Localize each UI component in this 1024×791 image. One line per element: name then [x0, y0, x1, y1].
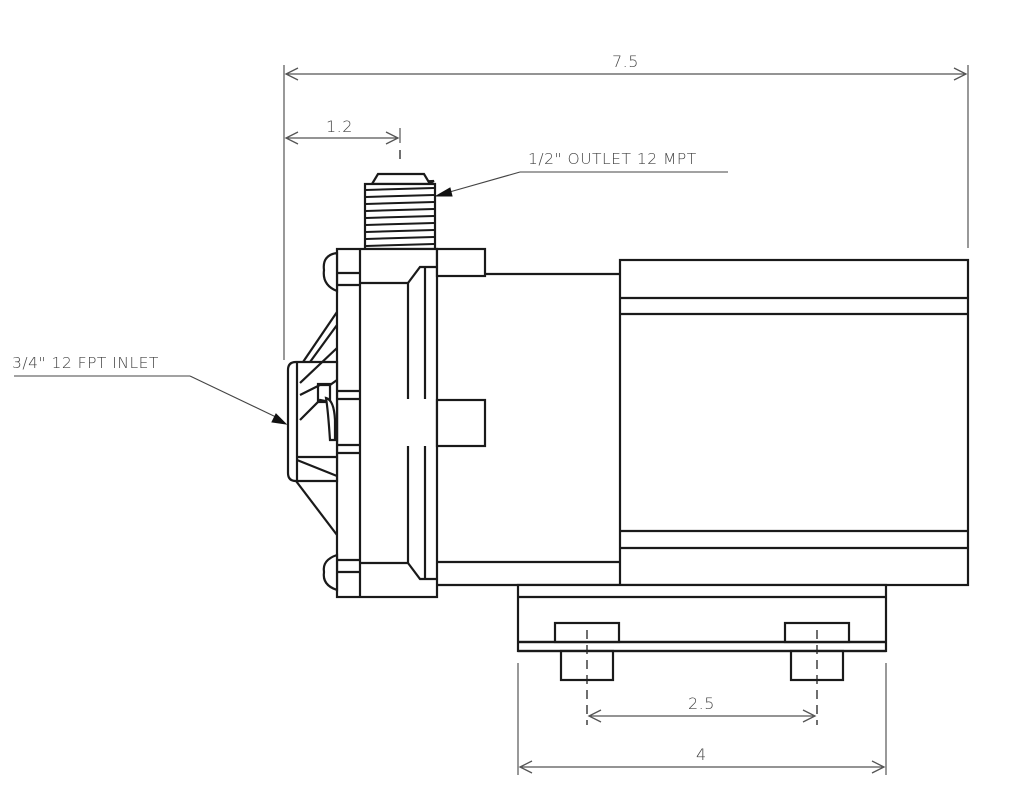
- head-tabs: [435, 247, 487, 448]
- outlet-leader: [434, 171, 728, 197]
- mounting-base: [437, 583, 888, 725]
- dimension-base-width: [517, 663, 887, 775]
- outlet-threads: [365, 187, 435, 247]
- inlet-assembly: [286, 311, 339, 536]
- outlet-offset-label: 1.2: [326, 117, 353, 136]
- base-width-label: 4: [696, 745, 707, 764]
- outlet-fitting: [363, 172, 437, 251]
- pump-head: [335, 247, 439, 599]
- outlet-callout: 1/2" OUTLET 12 MPT: [528, 150, 697, 168]
- dimension-outlet-offset: [284, 128, 401, 165]
- motor-housing: [437, 258, 970, 587]
- dimension-hole-spacing: [587, 709, 817, 723]
- hole-spacing-label: 2.5: [688, 694, 715, 713]
- overall-length-label: 7.5: [612, 52, 639, 71]
- inlet-leader: [14, 375, 288, 425]
- dimension-overall-length: [283, 65, 969, 360]
- inlet-callout: 3/4" 12 FPT INLET: [12, 354, 159, 372]
